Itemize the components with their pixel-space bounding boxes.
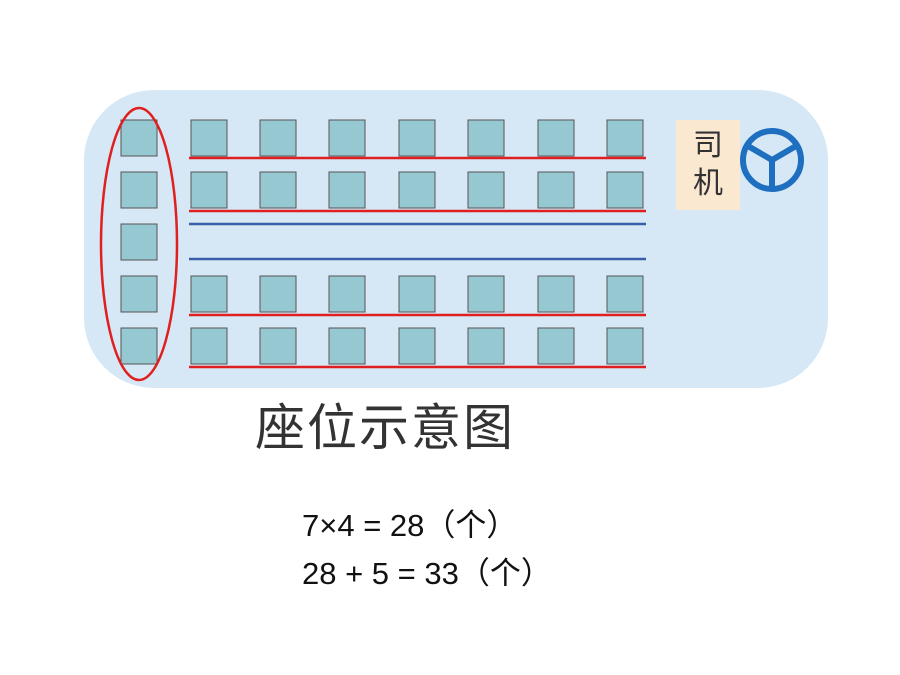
seat [606, 171, 644, 209]
driver-label: 司 机 [676, 120, 740, 210]
seat [328, 119, 366, 157]
back-row-highlight-ellipse [99, 106, 179, 382]
back-row-seat [120, 275, 158, 313]
diagram-caption: 座位示意图 [255, 399, 515, 457]
driver-label-char-1: 司 [693, 128, 723, 163]
seat [190, 171, 228, 209]
seat [537, 171, 575, 209]
row-lines [189, 156, 646, 369]
back-row-seat [120, 327, 158, 365]
back-row-seat [120, 223, 158, 261]
seat [606, 119, 644, 157]
seat [398, 171, 436, 209]
back-row-seat [120, 171, 158, 209]
seat [190, 119, 228, 157]
driver-label-char-2: 机 [693, 166, 723, 201]
seat [606, 275, 644, 313]
seat [259, 119, 297, 157]
steering-wheel-icon [740, 128, 804, 192]
seat [398, 275, 436, 313]
seat [190, 275, 228, 313]
seat [328, 171, 366, 209]
equation-1: 7×4 = 28（个） [302, 508, 518, 543]
equation-2: 28 + 5 = 33（个） [302, 556, 552, 591]
seat [259, 275, 297, 313]
seat [537, 119, 575, 157]
seat [259, 327, 297, 365]
seat [398, 119, 436, 157]
seats [120, 119, 644, 365]
seat [467, 327, 505, 365]
seat [190, 327, 228, 365]
seat [467, 171, 505, 209]
seat [537, 327, 575, 365]
seat [328, 275, 366, 313]
seat [328, 327, 366, 365]
seat [606, 327, 644, 365]
seat [467, 275, 505, 313]
back-row-seat [120, 119, 158, 157]
seat [398, 327, 436, 365]
seat [537, 275, 575, 313]
seat [467, 119, 505, 157]
seat [259, 171, 297, 209]
